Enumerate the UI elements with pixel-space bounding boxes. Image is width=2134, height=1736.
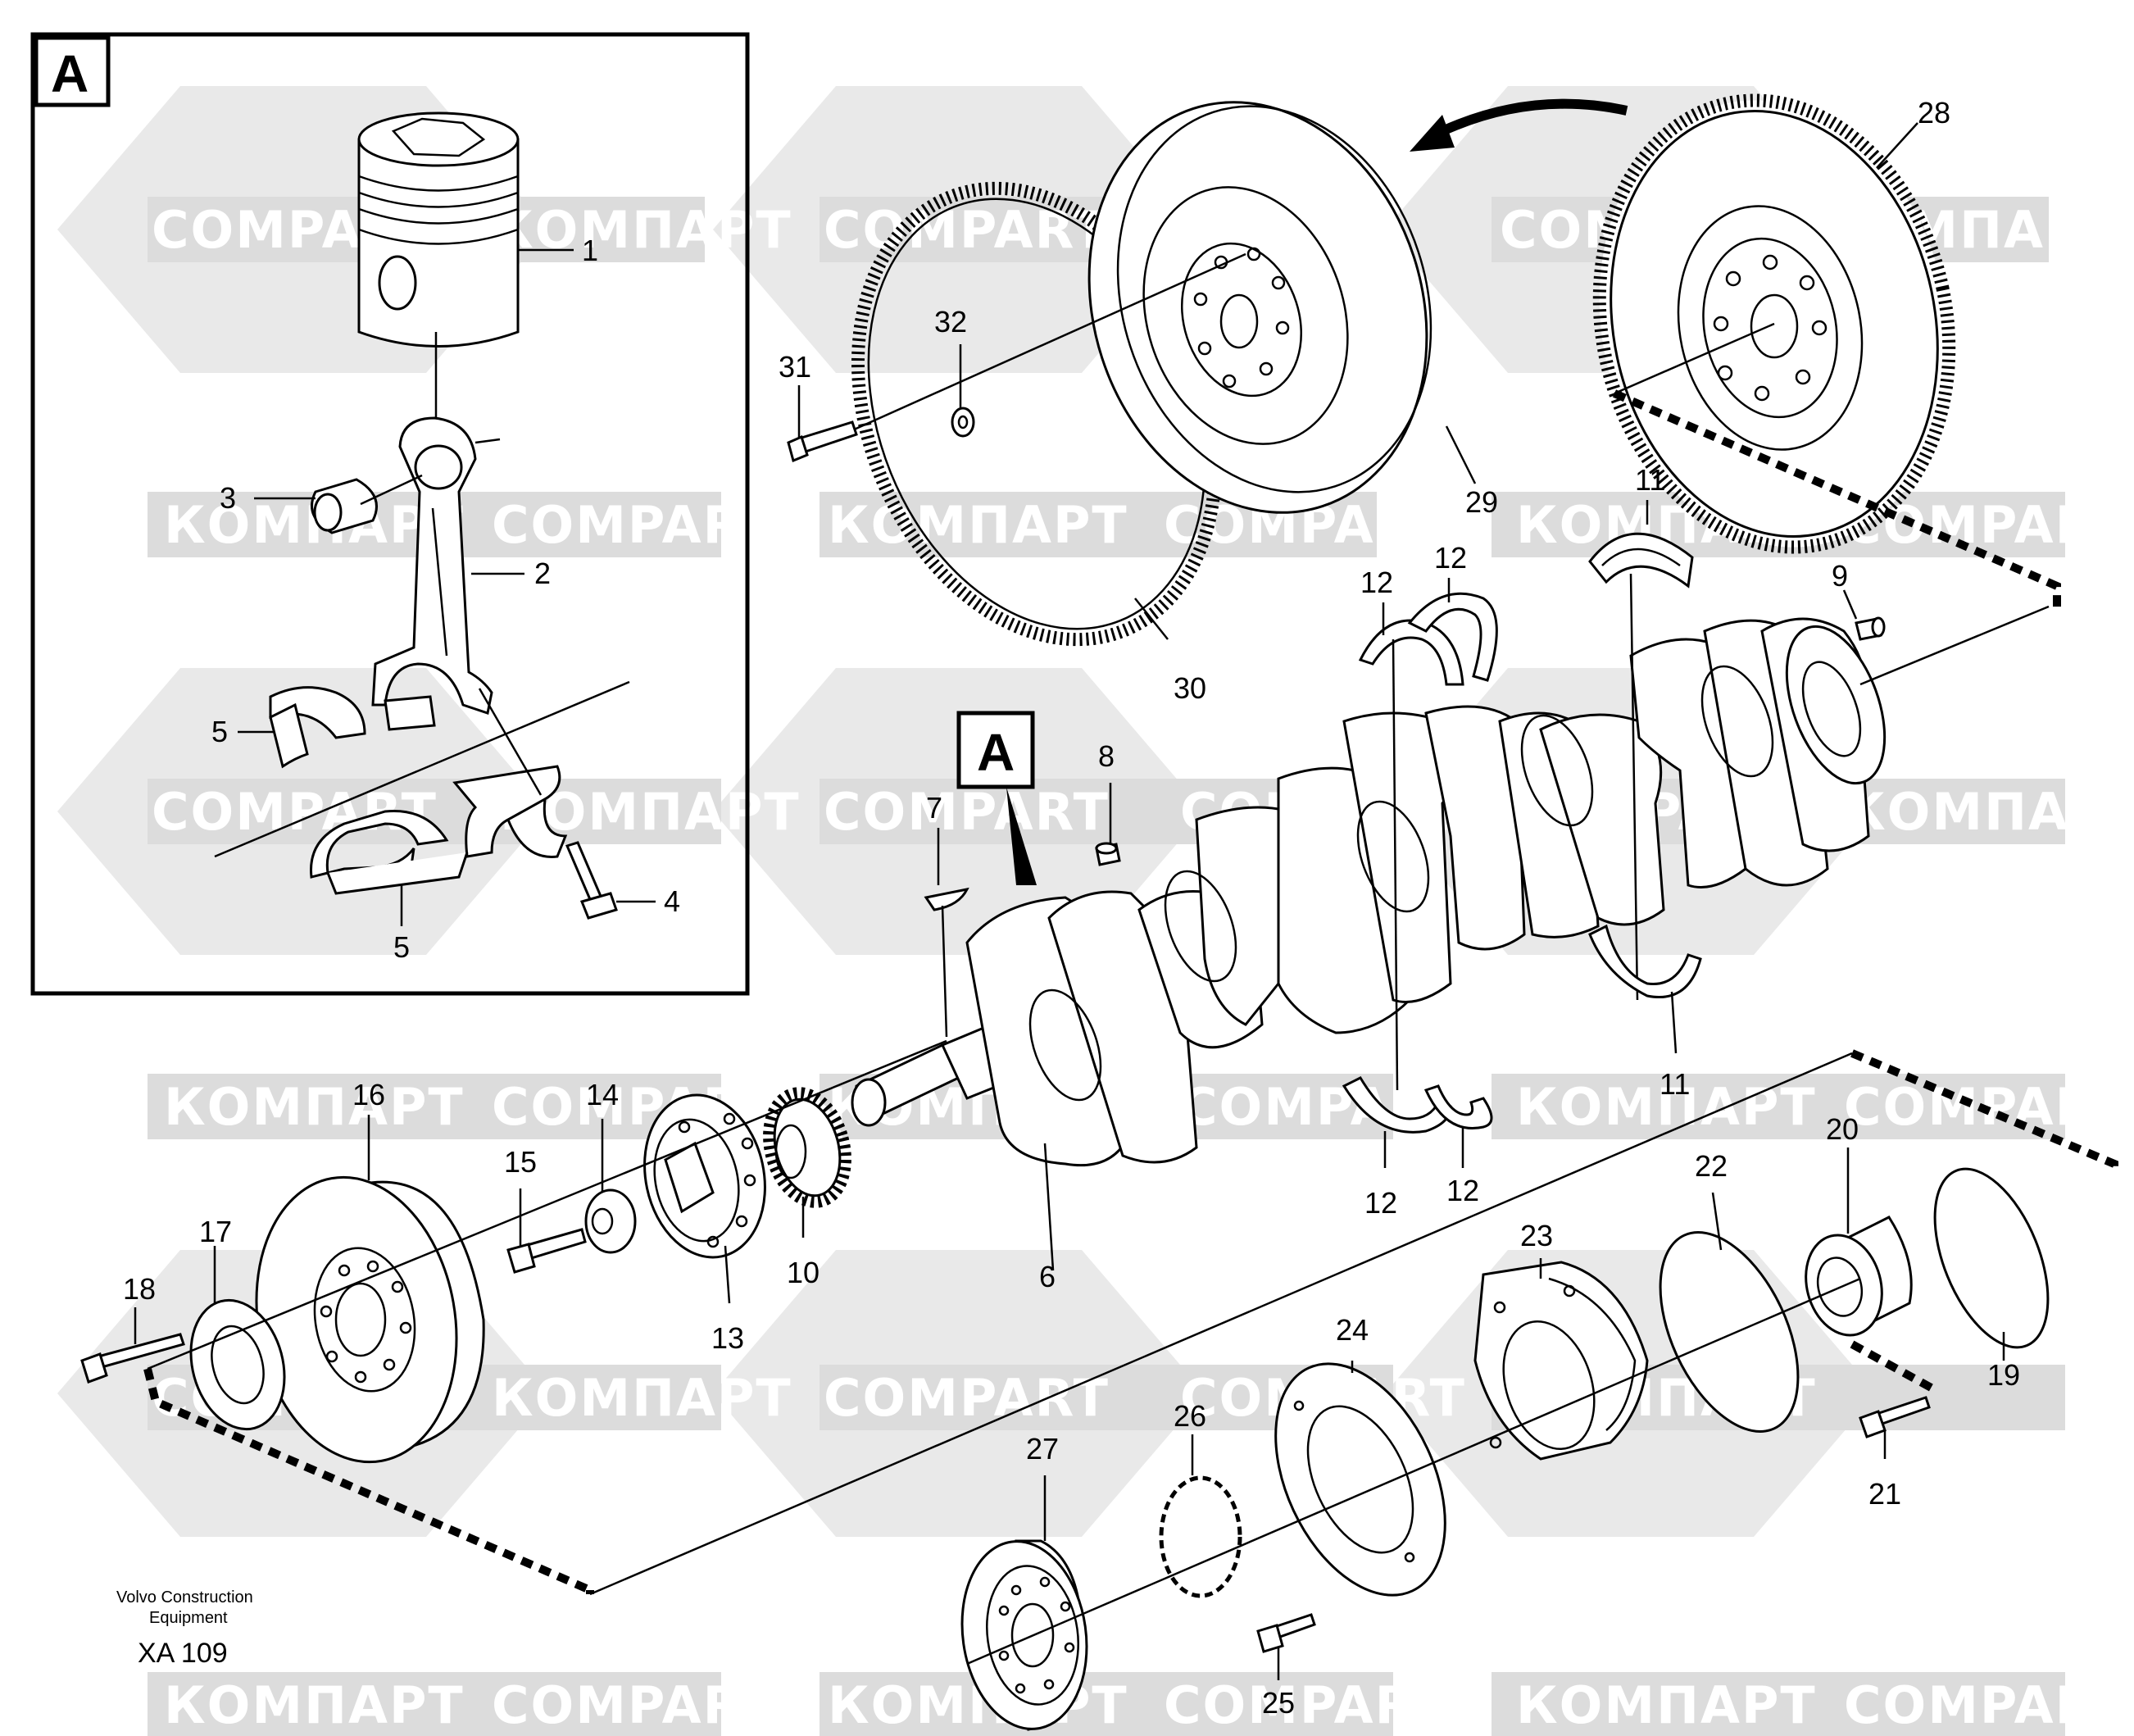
inset-frame xyxy=(30,32,750,996)
callout-17: 17 xyxy=(199,1215,232,1248)
cover-bolt xyxy=(1859,1396,1931,1438)
piston-pin-bushing xyxy=(311,478,378,534)
callout-7: 7 xyxy=(926,791,942,825)
main-bearing-lower xyxy=(1588,924,1702,998)
vibration-damper xyxy=(255,1175,485,1464)
damper-lock-plate xyxy=(189,1298,286,1431)
callout-31: 31 xyxy=(779,350,811,384)
callout-30: 30 xyxy=(1174,671,1206,705)
callout-20: 20 xyxy=(1826,1112,1859,1146)
rod-bearing-upper xyxy=(269,686,436,769)
inset-tag-label: A xyxy=(51,44,89,103)
rod-bearing-lower xyxy=(310,765,568,895)
flywheel-housing-cover xyxy=(1473,1261,1649,1461)
watermark-text: COMPART xyxy=(824,200,1110,260)
flywheel-bolt xyxy=(787,420,858,463)
maker-label-line-2: Equipment xyxy=(149,1609,228,1627)
callout-25: 25 xyxy=(1262,1686,1295,1720)
rear-o-ring xyxy=(1933,1167,2050,1349)
callout-12-upper-right: 12 xyxy=(1434,541,1467,575)
damper-hub xyxy=(643,1093,766,1259)
crankshaft-tag-box xyxy=(956,711,1035,789)
callout-28: 28 xyxy=(1918,96,1950,130)
seal-housing-bolt xyxy=(1256,1613,1316,1653)
watermark-text: COMPART xyxy=(824,1368,1110,1428)
callout-23: 23 xyxy=(1520,1219,1553,1252)
callout-10: 10 xyxy=(787,1256,820,1289)
callout-4: 4 xyxy=(664,884,680,918)
watermark-text: КОМПАРТ xyxy=(164,1675,465,1735)
watermark-row-6: КОМПАРТ COMPART КОМПАРТ COMPART КОМПАРТ … xyxy=(148,1672,2130,1736)
maker-label-line-1: Volvo Construction xyxy=(116,1588,253,1606)
pulley-tolerance-ring xyxy=(1159,1475,1242,1598)
connecting-rod xyxy=(371,416,493,715)
callout-15: 15 xyxy=(504,1145,537,1179)
rear-cover-gasket xyxy=(1659,1231,1800,1433)
inset-tag-box xyxy=(34,35,111,107)
crankshaft xyxy=(851,617,1887,1167)
watermark-text: КОМПАРТ xyxy=(492,1368,792,1428)
dowel-pin-front xyxy=(1095,842,1121,866)
main-bearing-upper xyxy=(1588,532,1694,589)
dowel-pin-rear xyxy=(1855,616,1886,641)
piston xyxy=(357,111,520,348)
callout-1: 1 xyxy=(582,234,598,267)
callout-16: 16 xyxy=(352,1078,385,1111)
watermark-text: КОМПАРТ xyxy=(828,495,1128,555)
callout-19: 19 xyxy=(1987,1358,2020,1392)
illustration-code: XA 109 xyxy=(138,1638,228,1669)
damper-bolt xyxy=(506,1228,587,1274)
callout-12-upper-left: 12 xyxy=(1360,566,1393,599)
callout-32: 32 xyxy=(934,305,967,339)
watermark-text: COMPART xyxy=(1164,1675,1450,1735)
callout-2: 2 xyxy=(534,557,551,590)
callout-11-upper: 11 xyxy=(1635,463,1665,497)
thrust-washer-upper-right xyxy=(1407,592,1498,682)
callout-9: 9 xyxy=(1832,559,1848,593)
watermark-text: КОМПАРТ xyxy=(164,1077,465,1137)
watermark-text: КОМПАРТ xyxy=(1516,1077,1817,1137)
callout-5-lower: 5 xyxy=(393,930,410,964)
watermark-text: COMPART xyxy=(492,1675,778,1735)
callout-12-lower-left: 12 xyxy=(1364,1186,1397,1220)
callout-24: 24 xyxy=(1336,1313,1369,1347)
callout-26: 26 xyxy=(1174,1399,1206,1433)
callout-5-upper: 5 xyxy=(211,715,228,748)
watermark-text: КОМПАРТ xyxy=(1844,782,2134,842)
callout-6: 6 xyxy=(1039,1260,1056,1293)
callout-12-lower-right: 12 xyxy=(1446,1174,1479,1207)
watermark-text: COMPART xyxy=(824,782,1110,842)
watermark-text: COMPART xyxy=(492,495,778,555)
callout-11-lower: 11 xyxy=(1660,1067,1690,1101)
callout-3: 3 xyxy=(220,481,236,515)
rotate-arrow xyxy=(1410,98,1628,152)
callout-13: 13 xyxy=(711,1321,744,1355)
flywheel-washer xyxy=(951,407,975,438)
thrust-washer-upper-left xyxy=(1358,619,1464,686)
crank-gear xyxy=(763,1087,851,1208)
woodruff-key xyxy=(924,887,969,911)
damper-washer xyxy=(584,1188,637,1254)
callout-18: 18 xyxy=(123,1272,156,1306)
damper-long-bolt xyxy=(80,1333,185,1384)
thrust-washer-lower-right xyxy=(1423,1084,1493,1129)
crankshaft-tag-label: A xyxy=(977,723,1015,782)
watermark-text: КОМПАРТ xyxy=(1516,1675,1817,1735)
callout-29: 29 xyxy=(1465,485,1498,519)
crankshaft-rear-seal xyxy=(1274,1362,1446,1597)
callout-21: 21 xyxy=(1868,1477,1901,1511)
callout-8: 8 xyxy=(1098,739,1115,773)
callout-22: 22 xyxy=(1695,1149,1728,1183)
crankshaft-pulley xyxy=(960,1539,1088,1731)
watermark-text: COMPART xyxy=(1844,1675,2130,1735)
callout-14: 14 xyxy=(586,1078,619,1111)
inset-piston-rod: A 1 2 3 xyxy=(30,32,750,996)
rod-cap-bolt xyxy=(565,841,618,920)
flywheel xyxy=(1087,101,1433,514)
callout-27: 27 xyxy=(1026,1432,1059,1466)
